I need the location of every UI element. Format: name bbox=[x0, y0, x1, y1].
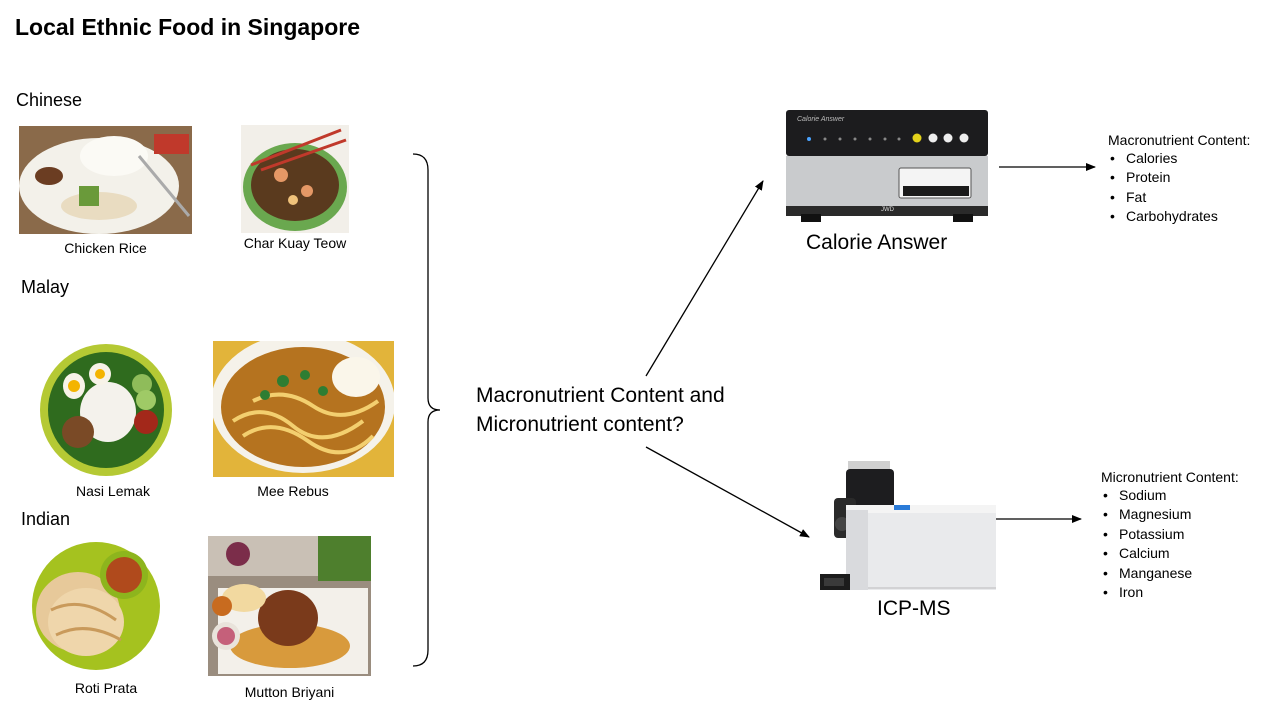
char-kuay-teow-image bbox=[241, 125, 349, 233]
mutton-briyani-image bbox=[208, 536, 371, 676]
macronutrient-item: Protein bbox=[1108, 168, 1218, 188]
category-indian: Indian bbox=[21, 509, 71, 529]
caption-roti-prata: Roti Prata bbox=[74, 680, 138, 696]
micronutrient-item: Magnesium bbox=[1101, 505, 1192, 525]
macronutrient-list: Calories Protein Fat Carbohydrates bbox=[1108, 149, 1218, 227]
calorie-answer-label: Calorie Answer bbox=[806, 231, 948, 254]
micronutrient-item: Calcium bbox=[1101, 544, 1192, 564]
question-line-1: Macronutrient Content and bbox=[476, 384, 725, 407]
chicken-rice-image bbox=[19, 126, 192, 234]
calorie-answer-device-image: Calorie Answer JWD bbox=[785, 110, 989, 224]
question-line-2: Micronutrient content? bbox=[476, 413, 684, 436]
macronutrient-list-title: Macronutrient Content: bbox=[1108, 132, 1251, 148]
icp-ms-device-image bbox=[818, 460, 996, 592]
micronutrient-item: Sodium bbox=[1101, 486, 1192, 506]
micronutrient-item: Iron bbox=[1101, 583, 1192, 603]
micronutrient-list: Sodium Magnesium Potassium Calcium Manga… bbox=[1101, 486, 1192, 603]
micronutrient-item: Potassium bbox=[1101, 525, 1192, 545]
caption-chicken-rice: Chicken Rice bbox=[64, 240, 147, 256]
caption-nasi-lemak: Nasi Lemak bbox=[76, 483, 150, 499]
category-chinese: Chinese bbox=[16, 90, 83, 110]
icp-ms-label: ICP-MS bbox=[877, 597, 951, 620]
micronutrient-item: Manganese bbox=[1101, 564, 1192, 584]
nasi-lemak-image bbox=[34, 342, 176, 476]
device-maker-text: JWD bbox=[881, 207, 894, 213]
macronutrient-item: Calories bbox=[1108, 149, 1218, 169]
macronutrient-item: Fat bbox=[1108, 188, 1218, 208]
mee-rebus-image bbox=[213, 341, 394, 477]
macronutrient-item: Carbohydrates bbox=[1108, 207, 1218, 227]
roti-prata-image bbox=[26, 540, 169, 674]
caption-mutton-briyani: Mutton Briyani bbox=[244, 684, 335, 700]
research-question: Macronutrient Content and Micronutrient … bbox=[476, 381, 776, 439]
micronutrient-list-title: Micronutrient Content: bbox=[1101, 469, 1239, 485]
category-malay: Malay bbox=[21, 277, 70, 297]
device-brand-text: Calorie Answer bbox=[797, 116, 845, 123]
arrow-to-icp-ms bbox=[645, 446, 810, 538]
page-title: Local Ethnic Food in Singapore bbox=[15, 14, 361, 40]
arrow-to-calorie-answer bbox=[645, 180, 764, 377]
caption-mee-rebus: Mee Rebus bbox=[257, 483, 329, 499]
caption-char-kuay-teow: Char Kuay Teow bbox=[243, 235, 347, 251]
food-group-brace bbox=[412, 153, 441, 667]
